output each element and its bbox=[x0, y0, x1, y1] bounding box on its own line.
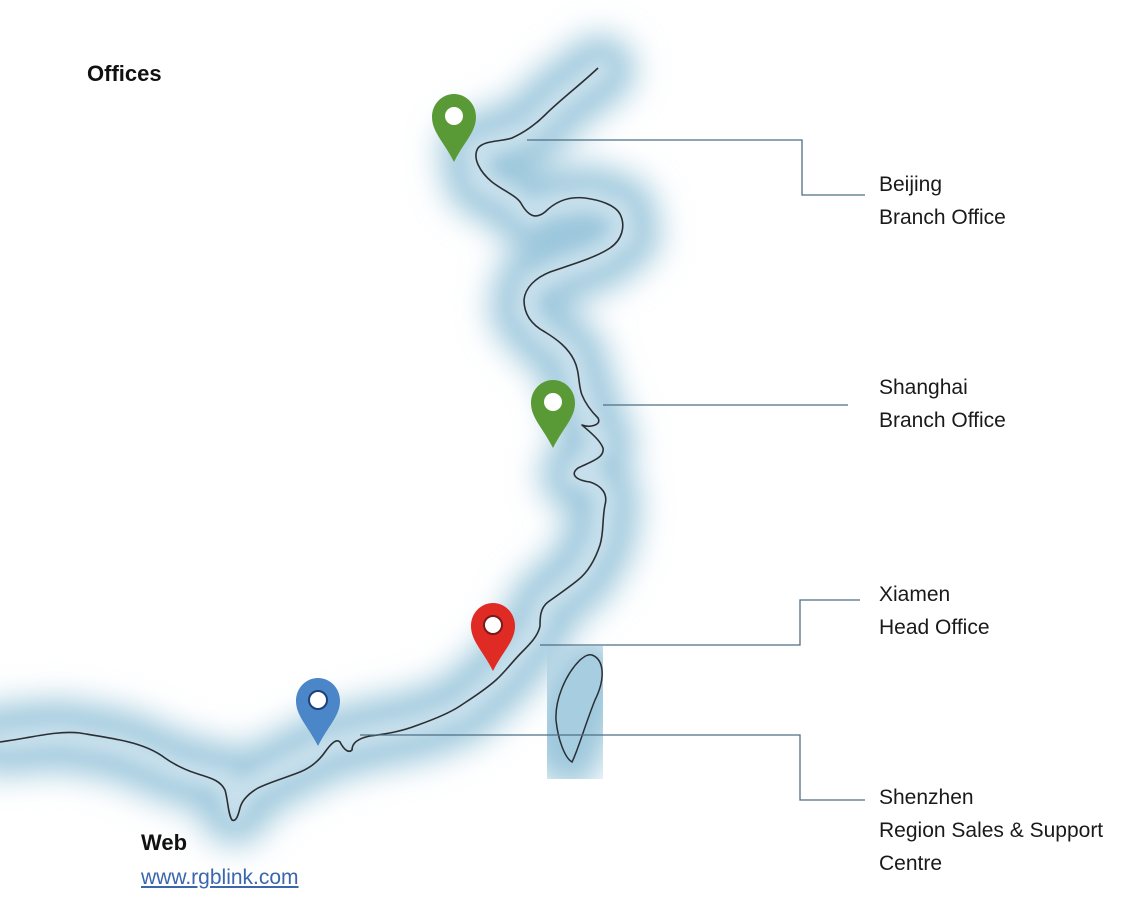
office-city: Shanghai bbox=[879, 376, 968, 399]
website-link[interactable]: www.rgblink.com bbox=[141, 866, 299, 889]
map-pin-icon bbox=[531, 380, 575, 448]
leader-line-beijing bbox=[527, 139, 865, 196]
office-type-continued: Centre bbox=[879, 852, 943, 875]
office-type: Region Sales & Support bbox=[879, 819, 1104, 842]
office-city: Xiamen bbox=[879, 583, 951, 606]
pin-xiamen[interactable] bbox=[471, 603, 515, 671]
office-type: Branch Office bbox=[879, 409, 1006, 432]
office-label-xiamen: Xiamen Head Office bbox=[879, 578, 990, 644]
office-type: Head Office bbox=[879, 616, 990, 639]
leader-line-xiamen bbox=[540, 599, 860, 646]
office-label-shanghai: Shanghai Branch Office bbox=[879, 371, 1006, 437]
office-type: Branch Office bbox=[879, 206, 1006, 229]
offices-heading: Offices bbox=[87, 61, 162, 86]
pin-shenzhen[interactable] bbox=[296, 678, 340, 746]
coastline bbox=[0, 67, 624, 822]
pin-shanghai[interactable] bbox=[531, 380, 575, 448]
map-pin-icon bbox=[296, 678, 340, 746]
leader-lines bbox=[360, 139, 865, 801]
office-city: Shenzhen bbox=[879, 786, 974, 809]
office-city: Beijing bbox=[879, 173, 943, 196]
office-label-shenzhen: Shenzhen Region Sales & Support Centre bbox=[879, 781, 1103, 880]
leader-line-shenzhen bbox=[360, 734, 865, 801]
map-pin-icon bbox=[471, 603, 515, 671]
web-heading: Web bbox=[141, 830, 188, 855]
office-label-beijing: Beijing Branch Office bbox=[879, 168, 1006, 234]
map-pin-icon bbox=[432, 94, 476, 162]
pin-beijing[interactable] bbox=[432, 94, 476, 162]
